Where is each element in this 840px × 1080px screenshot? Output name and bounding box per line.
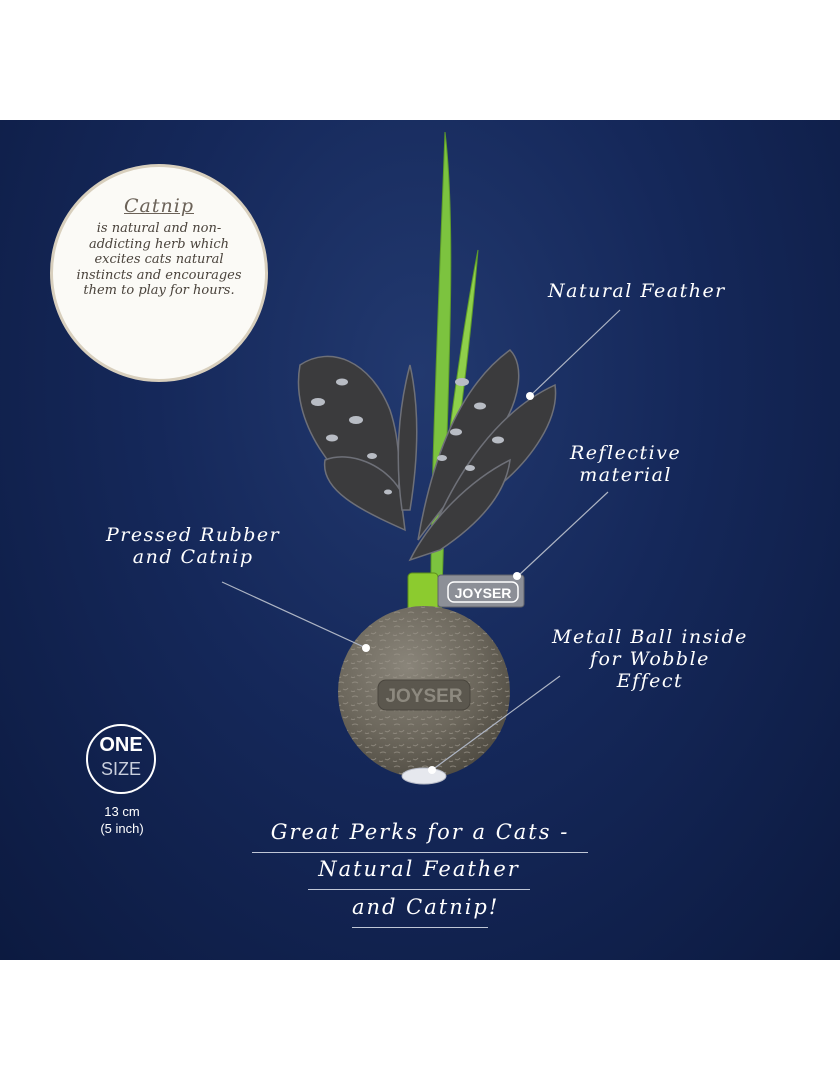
metal-ball — [401, 767, 447, 785]
leader-dot — [362, 644, 370, 652]
callout-pressed-rubber: Pressed Rubber and Catnip — [106, 524, 280, 568]
callout-metal-line3: Effect — [616, 670, 684, 692]
tagline-line1: Great Perks for a Cats - — [270, 820, 570, 844]
feather-group — [297, 349, 557, 562]
product-illustration: JOYSER JOYSER — [221, 131, 621, 785]
size-one-text: ONE — [99, 734, 143, 756]
leader-line-metal — [431, 675, 561, 771]
callout-reflective: Reflective material — [570, 442, 681, 486]
size-cm: 13 cm — [104, 804, 140, 819]
leader-line-feather — [529, 309, 621, 397]
catnip-info-circle: Catnip is natural and non-addicting herb… — [50, 164, 268, 382]
feather-spots — [311, 378, 504, 495]
tagline-rule — [352, 927, 488, 928]
leader-dots — [362, 392, 534, 774]
size-dimensions: 13 cm (5 inch) — [82, 803, 162, 837]
brand-tag-inner — [447, 581, 519, 603]
ball-logo-plate — [377, 679, 471, 711]
ball-logo-text: JOYSER — [385, 686, 462, 707]
callout-rubber-line1: Pressed Rubber — [106, 524, 281, 546]
leader-dot — [513, 572, 521, 580]
feather — [323, 456, 406, 532]
product-panel: JOYSER JOYSER — [0, 120, 840, 960]
leader-lines — [221, 309, 621, 771]
leader-dot — [526, 392, 534, 400]
leader-line-rubber — [221, 581, 367, 649]
brand-tag-text: JOYSER — [455, 585, 512, 601]
size-badge: ONE SIZE — [86, 724, 156, 794]
tagline-line2: Natural Feather — [318, 857, 520, 881]
callout-metal-line2: for Wobble — [589, 648, 710, 670]
callout-natural-feather: Natural Feather — [548, 280, 726, 302]
callout-reflective-line2: material — [579, 464, 673, 486]
leader-dot — [428, 766, 436, 774]
callout-rubber-line2: and Catnip — [132, 546, 254, 568]
callout-metal-ball: Metall Ball inside for Wobble Effect — [552, 626, 748, 692]
catnip-description: is natural and non-addicting herb which … — [76, 221, 242, 298]
tagline-rule — [308, 889, 530, 890]
feather — [408, 458, 511, 562]
callout-reflective-line1: Reflective — [570, 442, 682, 464]
tagline-rule — [252, 852, 588, 853]
catnip-title: Catnip — [124, 195, 194, 217]
brand-tag — [437, 574, 525, 608]
leader-line-reflective — [517, 491, 609, 577]
size-inch: (5 inch) — [100, 821, 144, 836]
callout-metal-line1: Metall Ball inside — [552, 626, 748, 648]
tagline-line3: and Catnip! — [352, 895, 500, 919]
size-size-text: SIZE — [100, 759, 141, 779]
feather — [397, 364, 418, 511]
